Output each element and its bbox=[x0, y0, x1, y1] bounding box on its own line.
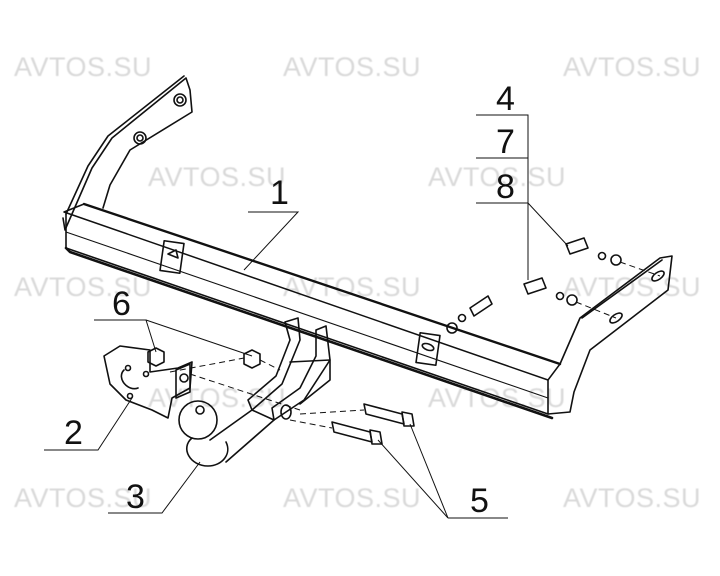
callout-2: 2 bbox=[64, 414, 83, 452]
callout-6: 6 bbox=[112, 285, 131, 323]
cross-beam bbox=[63, 202, 562, 420]
watermark: AVTOS.SU bbox=[14, 52, 153, 82]
leader-lines bbox=[44, 114, 569, 519]
nuts bbox=[147, 347, 261, 369]
bolts-5 bbox=[331, 403, 415, 445]
callout-4: 4 bbox=[496, 80, 515, 118]
watermark: AVTOS.SU bbox=[563, 52, 702, 82]
callout-8: 8 bbox=[496, 168, 515, 206]
left-bracket bbox=[62, 75, 193, 231]
watermark: AVTOS.SU bbox=[14, 483, 153, 513]
watermark: AVTOS.SU bbox=[428, 162, 567, 192]
tow-ball-arm bbox=[178, 317, 331, 467]
callout-5: 5 bbox=[470, 482, 489, 520]
watermark: AVTOS.SU bbox=[563, 483, 702, 513]
fasteners-4-7-8 bbox=[446, 237, 622, 334]
right-bracket bbox=[547, 255, 673, 415]
watermark: AVTOS.SU bbox=[563, 272, 702, 302]
watermark: AVTOS.SU bbox=[283, 483, 422, 513]
assembly-axes bbox=[169, 261, 661, 429]
callout-7: 7 bbox=[496, 123, 515, 161]
socket-plate bbox=[103, 345, 193, 419]
callout-3: 3 bbox=[126, 478, 145, 516]
watermark: AVTOS.SU bbox=[283, 272, 422, 302]
callout-1: 1 bbox=[270, 174, 289, 212]
watermark: AVTOS.SU bbox=[14, 272, 153, 302]
watermark: AVTOS.SU bbox=[148, 162, 287, 192]
watermark: AVTOS.SU bbox=[283, 52, 422, 82]
